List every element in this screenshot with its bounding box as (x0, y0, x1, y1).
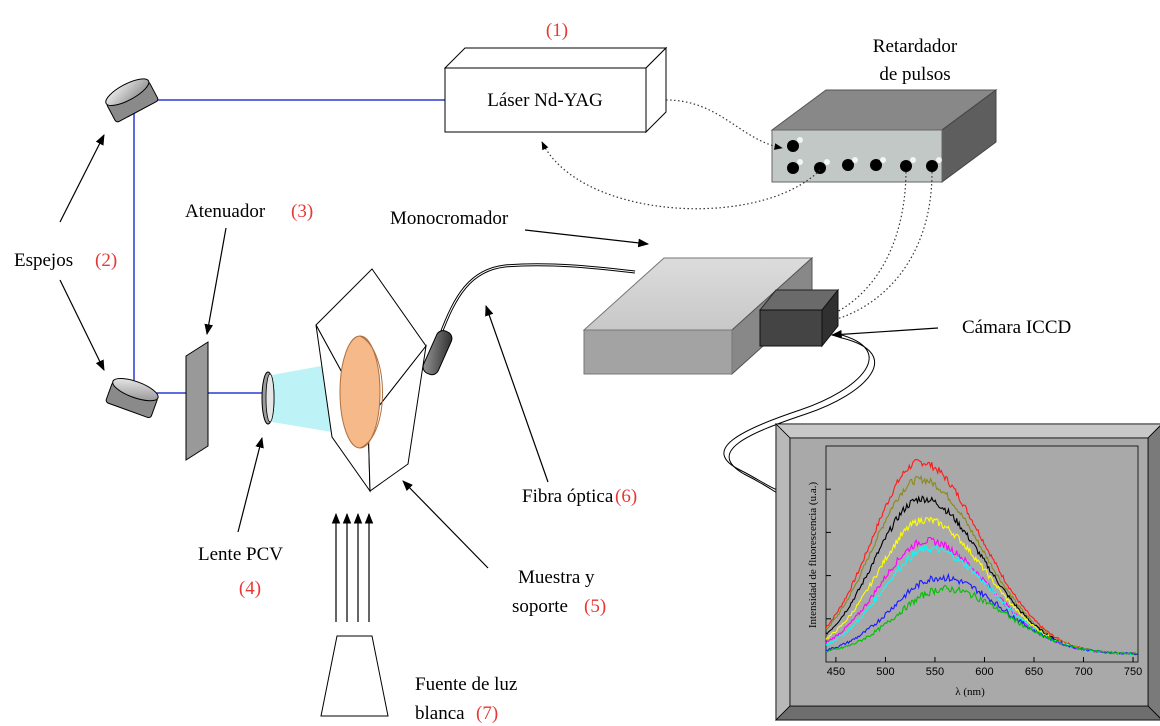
attenuator-label: Atenuador (185, 201, 266, 222)
white-light-source (320, 635, 389, 717)
x-tick-label: 750 (1124, 666, 1142, 678)
pcv-lens (261, 371, 275, 425)
mirrors-label: Espejos (14, 250, 73, 271)
x-tick-label: 500 (876, 666, 894, 678)
delay-connectors (787, 137, 942, 174)
camera-cable (723, 333, 876, 497)
sample-label-line1: Muestra y (518, 567, 595, 588)
plot-ticks: 450 500 550 600 650 700 750 (826, 488, 1142, 678)
y-axis-label: Intensidad de fluorescencia (u.a.) (807, 482, 819, 629)
attenuator-number: (3) (291, 201, 313, 222)
attenuator-arrow (204, 227, 227, 336)
source-label-line2: blanca (415, 703, 465, 724)
mirrors-arrow-bottom (59, 279, 105, 371)
monochromator-label: Monocromador (390, 208, 509, 229)
lens-arrow (237, 436, 264, 533)
spectrum-series-8 (825, 584, 1138, 655)
attenuator (185, 341, 209, 461)
pulse-delay-box (770, 89, 998, 183)
sample-disc (339, 335, 383, 449)
sample-arrow (402, 480, 489, 569)
sample-label-line2: soporte (512, 596, 568, 617)
fiber-number: (6) (615, 486, 637, 507)
x-tick-label: 550 (926, 666, 944, 678)
x-tick-label: 650 (1025, 666, 1043, 678)
monochromator-arrow (524, 229, 650, 248)
trigger-cables (541, 99, 933, 323)
x-tick-label: 700 (1074, 666, 1092, 678)
delay-label-line2: de pulsos (879, 64, 950, 85)
delay-label-line1: Retardador (873, 36, 958, 57)
plot-series (825, 459, 1138, 656)
sample-number: (5) (584, 596, 606, 617)
source-label-line1: Fuente de luz (415, 674, 517, 695)
laser-label: Láser Nd-YAG (487, 90, 603, 111)
white-light-rays (331, 512, 374, 622)
mirror-bottom (105, 377, 159, 419)
mirror-top (105, 78, 159, 123)
camera-arrow (830, 327, 939, 339)
fiber-label: Fibra óptica (522, 486, 614, 507)
source-number: (7) (476, 703, 498, 724)
iccd-camera (758, 288, 840, 348)
spectrum-series-6 (825, 544, 1138, 656)
mirrors-number: (2) (95, 250, 117, 271)
x-tick-label: 450 (827, 666, 845, 678)
light-cone (272, 364, 332, 432)
camera-label: Cámara ICCD (962, 317, 1071, 338)
fiber-arrow (485, 304, 549, 483)
laser-box (443, 46, 668, 134)
optical-fiber (438, 263, 636, 337)
mirrors-arrow-top (59, 134, 105, 223)
lens-number: (4) (239, 578, 261, 599)
laser-number: (1) (546, 20, 568, 41)
x-axis-label: λ (nm) (955, 686, 985, 698)
lens-label: Lente PCV (198, 544, 283, 565)
x-tick-label: 600 (975, 666, 993, 678)
fiber-tip (422, 330, 453, 376)
